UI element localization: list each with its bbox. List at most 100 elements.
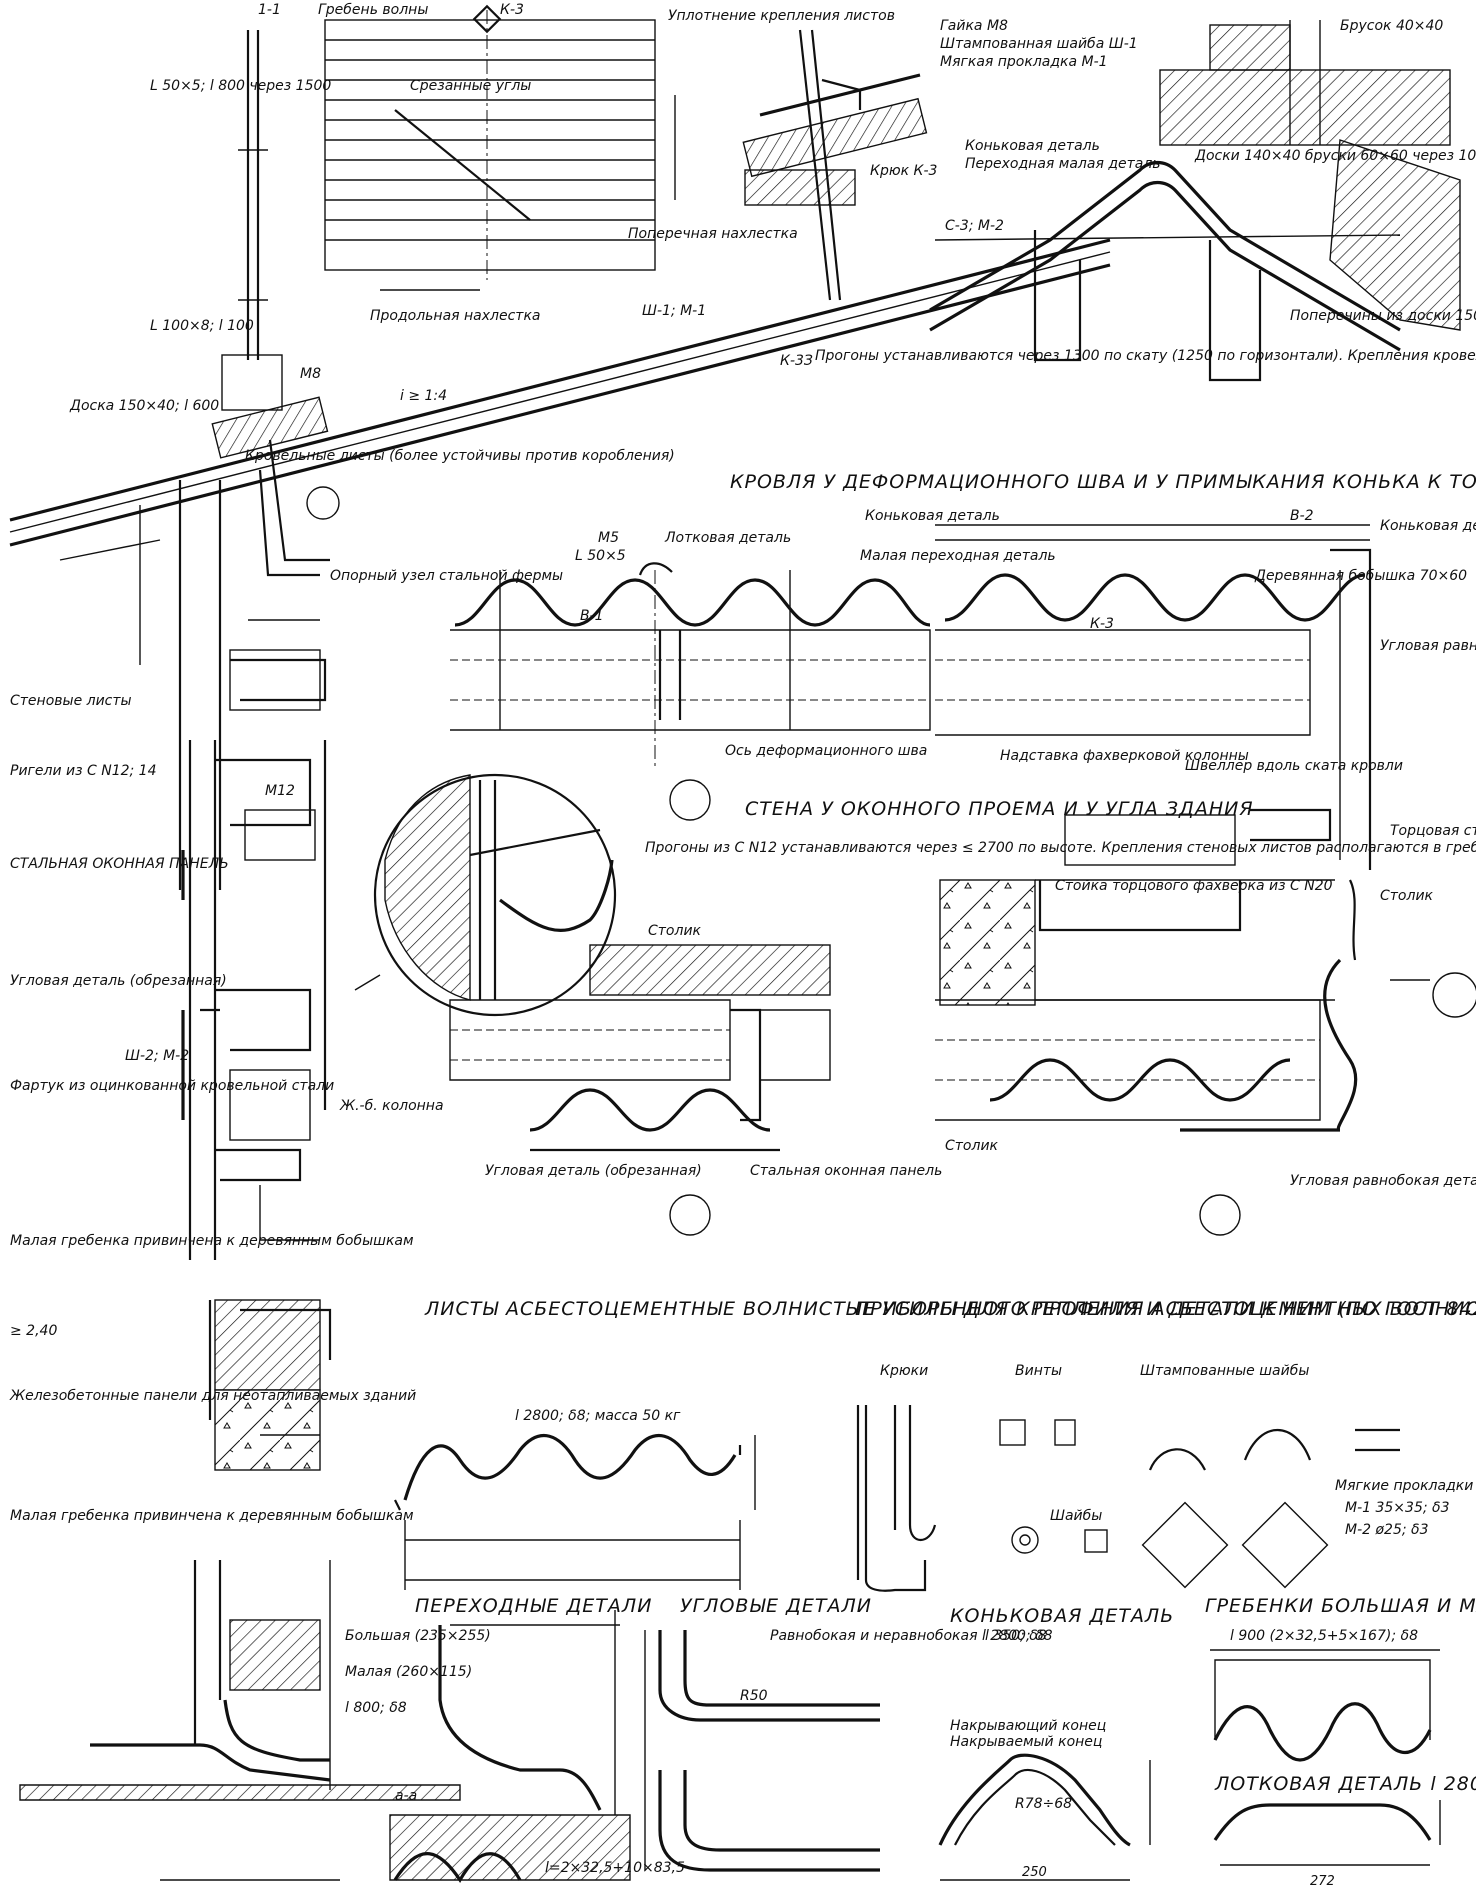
level-label: ≥ 2,40 bbox=[10, 1323, 57, 1339]
m5-label: М5 bbox=[598, 530, 619, 546]
ridge-width: 250 bbox=[1022, 1865, 1047, 1880]
combs-len: l 900 (2×32,5+5×167); δ8 bbox=[1230, 1628, 1418, 1644]
soft-pads-label: Мягкие прокладки bbox=[1335, 1478, 1473, 1494]
transition-big: Большая (235×255) bbox=[345, 1628, 491, 1644]
m8-label: М8 bbox=[300, 366, 321, 382]
corner-heading: УГЛОВЫЕ ДЕТАЛИ bbox=[680, 1595, 872, 1617]
sheet-profile bbox=[394, 1433, 756, 1590]
ridge-galv-label: Коньковая деталь из оцинкованной стали bbox=[1380, 518, 1476, 534]
transition-detail bbox=[389, 1610, 631, 1884]
hooks-label: Крюки bbox=[880, 1363, 928, 1379]
bar-label: Брусок 40×40 bbox=[1340, 18, 1443, 34]
table-right-label: Столик bbox=[1380, 888, 1434, 904]
wall-sheets-label: Стеновые листы bbox=[10, 693, 132, 709]
seal-label: Уплотнение крепления листов bbox=[668, 8, 895, 24]
combs-heading: ГРЕБЕНКИ БОЛЬШАЯ И МАЛАЯ bbox=[1205, 1595, 1476, 1617]
small-trans-label: Малая переходная деталь bbox=[860, 548, 1056, 564]
purlins-note: Прогоны устанавливаются через 1300 по ск… bbox=[815, 348, 1476, 364]
c3m2-label: С-3; М-2 bbox=[945, 218, 1004, 234]
end-wall-label: Торцовая стена bbox=[1390, 823, 1476, 839]
enlarged-callout bbox=[354, 773, 617, 1017]
corner-eq-bottom-label: Угловая равнобокая деталь bbox=[1290, 1173, 1476, 1189]
steel-window-label: Стальная оконная панель bbox=[750, 1163, 942, 1179]
apron-label: Фартук из оцинкованной кровельной стали bbox=[10, 1078, 334, 1094]
tray-piece bbox=[1213, 1800, 1441, 1866]
ridge-detail bbox=[929, 20, 1461, 382]
w2m2-label: Ш-2; М-2 bbox=[125, 1048, 189, 1064]
m12-label: М12 bbox=[265, 783, 295, 799]
purlins-wall-note: Прогоны из С N12 устанавливаются через ≤… bbox=[645, 840, 1476, 856]
angle-bottom-label: L 100×8; l 100 bbox=[150, 318, 254, 334]
joint-roof-section bbox=[450, 562, 931, 821]
corner-r50: R50 bbox=[740, 1688, 768, 1704]
overlap-plan bbox=[324, 4, 676, 291]
roof-sheets-label: Кровельные листы (более устойчивы против… bbox=[245, 448, 675, 464]
frame-ext-label: Надставка фахверковой колонны bbox=[1000, 748, 1249, 764]
table-label: Столик bbox=[648, 923, 702, 939]
m2-label: М-2 ø25; δ3 bbox=[1345, 1522, 1429, 1538]
corner-detail bbox=[644, 1630, 880, 1872]
long-overlap-label: Продольная нахлестка bbox=[370, 308, 541, 324]
board-label: Доска 150×40; l 600 bbox=[69, 398, 219, 414]
angle-top-label: L 50×5; l 800 через 1500 bbox=[150, 78, 331, 94]
tray-detail-label: Лотковая деталь bbox=[664, 530, 791, 546]
tray-width: 272 bbox=[1310, 1874, 1335, 1889]
annotations: 1-1 Гребень волны К-3 Уплотнение креплен… bbox=[9, 2, 1476, 1889]
wave-crest-label: Гребень волны bbox=[318, 2, 428, 18]
b1-joint-label: В-1 bbox=[580, 608, 604, 624]
nut-label: Гайка М8 bbox=[940, 18, 1008, 34]
b2-label: В-2 bbox=[1290, 508, 1314, 524]
wall-column-sections bbox=[181, 740, 332, 1471]
k3-mark: К-3 bbox=[500, 2, 524, 18]
fasteners-title: ПРИБОРЫ ДЛЯ КРЕПЛЕНИЯ АСБЕСТОЦЕМЕНТНЫХ В… bbox=[855, 1298, 1476, 1320]
ridge-under: Накрываемый конец bbox=[950, 1734, 1102, 1750]
corner-note: Равнобокая и неравнобокая l 2800; δ8 bbox=[770, 1628, 1053, 1644]
comb-profile bbox=[1210, 1649, 1440, 1762]
sheet-params: l 2800; δ8; масса 50 кг bbox=[515, 1408, 681, 1424]
end-wall-corner bbox=[935, 879, 1476, 1236]
ridge-len: l 350; δ8 bbox=[985, 1628, 1047, 1644]
support-label: Опорный узел стальной фермы bbox=[330, 568, 563, 584]
ridge-detail-label: Коньковая деталь bbox=[965, 138, 1100, 154]
k33-label: К-3З bbox=[780, 353, 813, 369]
ridge-over: Накрывающий конец bbox=[950, 1718, 1106, 1734]
small-transition-label: Переходная малая деталь bbox=[965, 156, 1161, 172]
channel-label: Швеллер вдоль ската кровли bbox=[1185, 758, 1403, 774]
small-comb-detail bbox=[19, 1560, 461, 1881]
hook-detail bbox=[742, 29, 928, 301]
transition-small: Малая (260×115) bbox=[345, 1664, 472, 1680]
corner-cut-label: Угловая деталь (обрезанная) bbox=[10, 973, 227, 989]
k3-joint-label: К-3 bbox=[1090, 616, 1114, 632]
window-wall-heading: СТЕНА У ОКОННОГО ПРОЕМА И У УГЛА ЗДАНИЯ bbox=[745, 798, 1254, 820]
window-wall-section bbox=[449, 944, 831, 1236]
steel-panel-label: СТАЛЬНАЯ ОКОННАЯ ПАНЕЛЬ bbox=[10, 856, 229, 872]
ridge-det-label: Коньковая деталь bbox=[865, 508, 1000, 524]
section-mark: 1-1 bbox=[258, 2, 281, 18]
soft-pad-label: Мягкая прокладка М-1 bbox=[940, 54, 1108, 70]
tray-heading: ЛОТКОВАЯ ДЕТАЛЬ l 2800 bbox=[1214, 1773, 1476, 1795]
fastener-drawings bbox=[856, 1405, 1400, 1592]
crossbars-label: Поперечины из доски 150×40; l 400 bbox=[1290, 308, 1476, 324]
transition-heading: ПЕРЕХОДНЫЕ ДЕТАЛИ bbox=[415, 1595, 652, 1617]
rc-column-label: Ж.-б. колонна bbox=[339, 1098, 444, 1114]
washers-label: Шайбы bbox=[1050, 1508, 1102, 1524]
sheets-title: ЛИСТЫ АСБЕСТОЦЕМЕНТНЫЕ ВОЛНИСТЫЕ УСИЛЕНН… bbox=[424, 1298, 1476, 1320]
cut-corners-label: Срезанные углы bbox=[410, 78, 531, 94]
end-post-label: Стойка торцового фахверка из С N20 bbox=[1055, 878, 1333, 894]
screws-label: Винты bbox=[1015, 1363, 1062, 1379]
m1-label: М-1 35×35; δ3 bbox=[1345, 1500, 1450, 1516]
ridge-end-wall bbox=[935, 524, 1372, 870]
hook-label: Крюк К-3 bbox=[870, 163, 937, 179]
roof-slope-section bbox=[9, 30, 1111, 890]
ridge-heading: КОНЬКОВАЯ ДЕТАЛЬ bbox=[950, 1605, 1174, 1627]
slope-label: i ≥ 1:4 bbox=[400, 388, 447, 404]
w1m1-roof-label: Ш-1; М-1 bbox=[642, 303, 706, 319]
rc-panels-label: Железобетонные панели для неотапливаемых… bbox=[9, 1388, 416, 1404]
axis-label: Ось деформационного шва bbox=[725, 743, 927, 759]
table-bottom-label: Столик bbox=[945, 1138, 999, 1154]
roof-joint-heading: КРОВЛЯ У ДЕФОРМАЦИОННОГО ШВА И У ПРИМЫКА… bbox=[730, 470, 1476, 493]
transition-section: а-а bbox=[395, 1788, 417, 1804]
corner-cut-bottom-label: Угловая деталь (обрезанная) bbox=[485, 1163, 702, 1179]
small-comb-label-2: Малая гребенка привинчена к деревянным б… bbox=[10, 1508, 414, 1524]
